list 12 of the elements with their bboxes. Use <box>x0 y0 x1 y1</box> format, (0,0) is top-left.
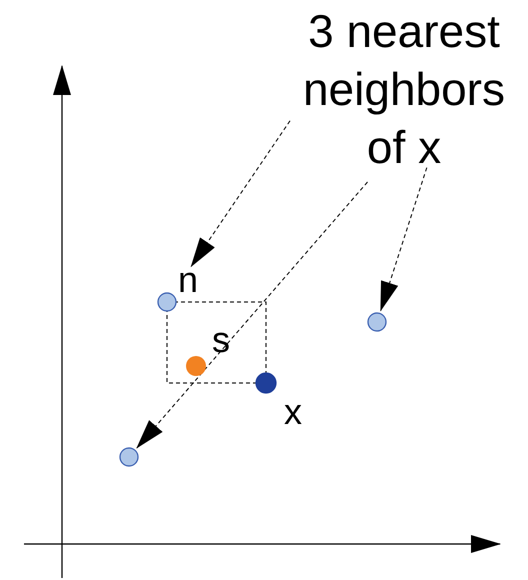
point-label: n <box>178 262 198 298</box>
arrow <box>190 120 290 268</box>
data-point <box>119 447 139 467</box>
arrow <box>380 167 428 312</box>
annotation-text: 3 nearest neighbors of x <box>290 2 518 176</box>
point-label: s <box>212 322 230 358</box>
data-point <box>367 312 387 332</box>
data-point <box>185 355 207 377</box>
arrow <box>136 182 368 449</box>
data-point <box>255 372 277 394</box>
data-point <box>157 292 177 312</box>
point-label: x <box>284 394 302 430</box>
